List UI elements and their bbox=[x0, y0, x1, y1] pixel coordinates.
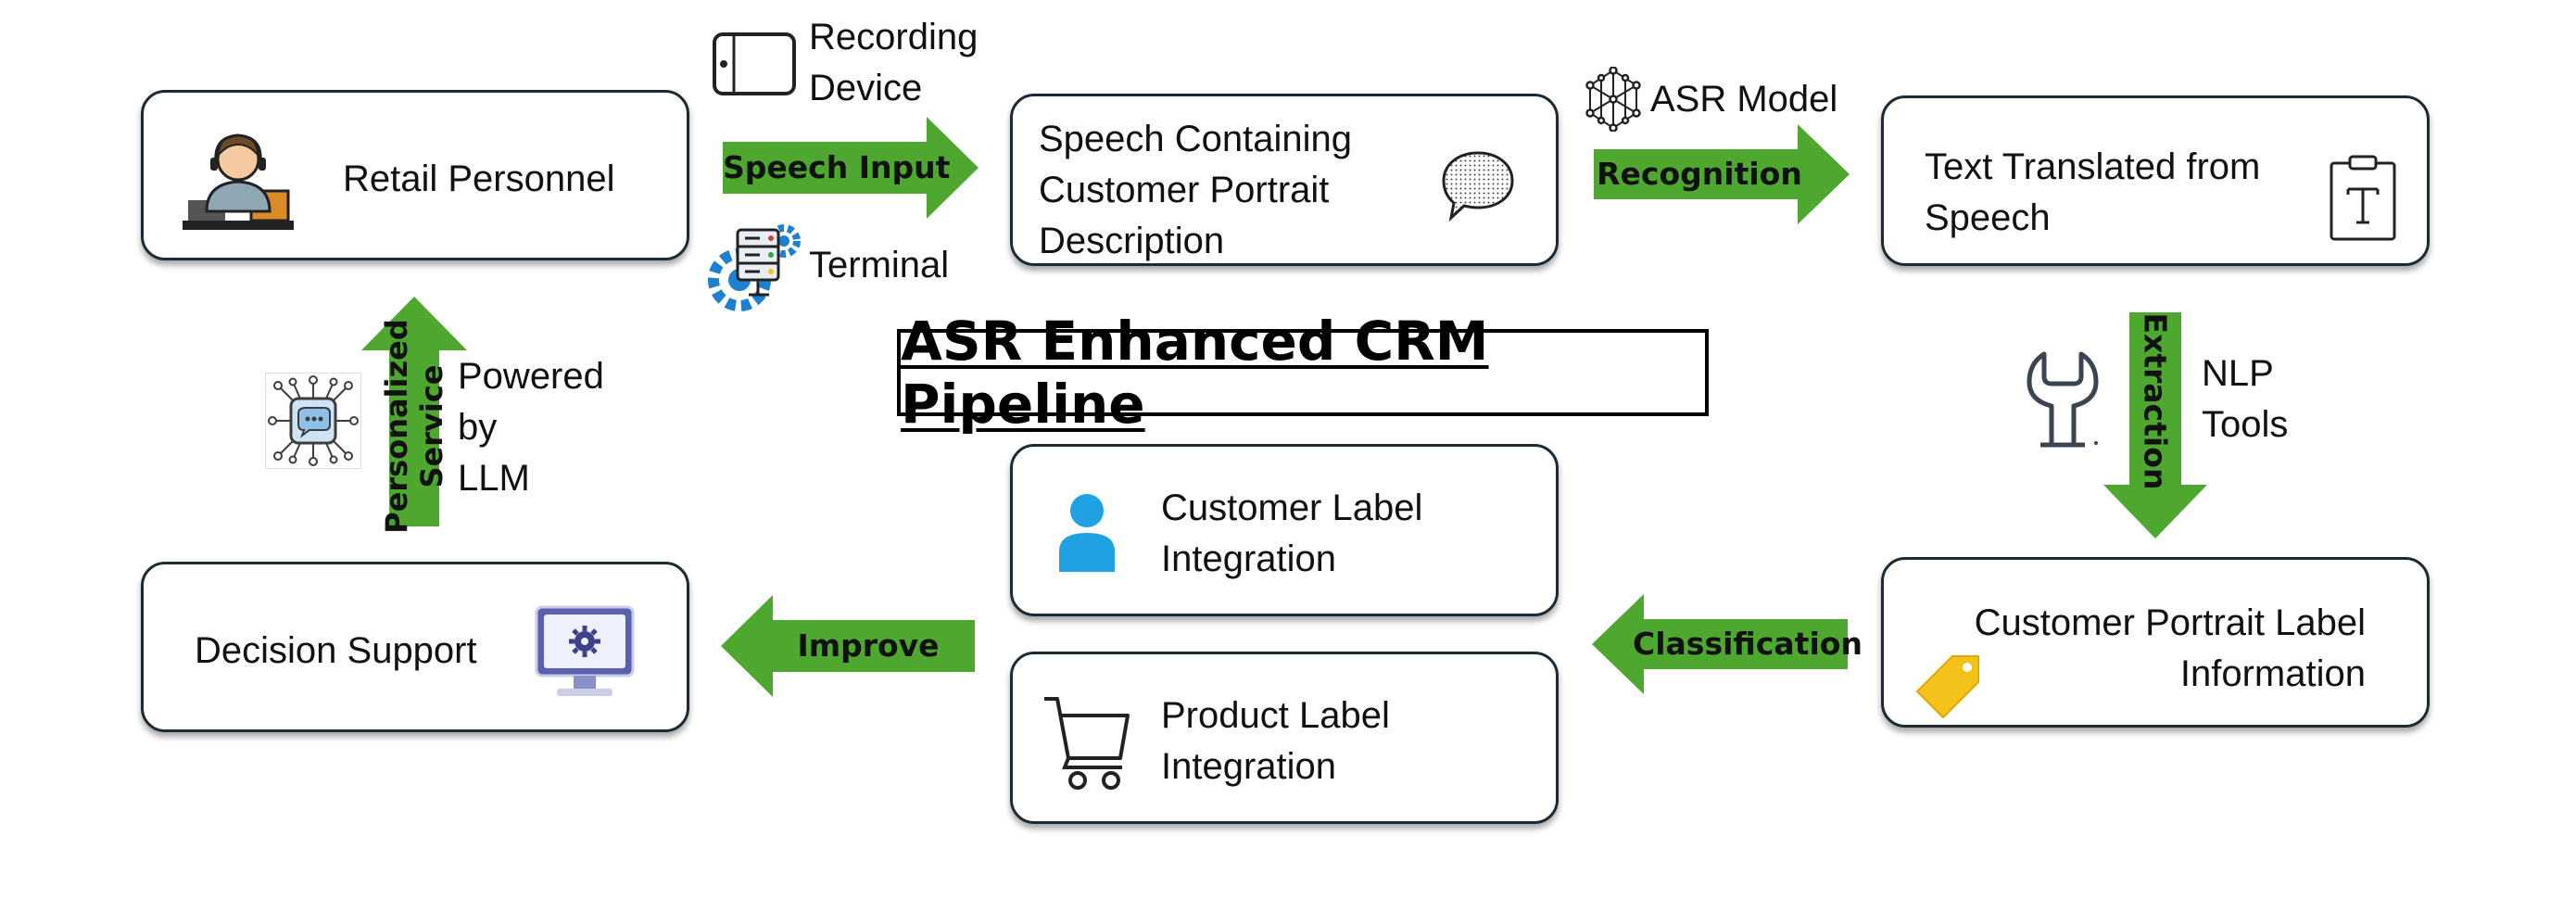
decision-support-label: Decision Support bbox=[195, 630, 477, 671]
arrow-classification: Classification bbox=[1592, 594, 1863, 694]
node-text-translated: Text Translated from Speech bbox=[1881, 95, 2430, 266]
product-label-line-2: Integration bbox=[1161, 746, 1337, 787]
shopping-cart-icon bbox=[1041, 693, 1133, 800]
node-customer-portrait-label: Customer Portrait Label Information bbox=[1881, 557, 2430, 728]
retail-personnel-label: Retail Personnel bbox=[343, 158, 615, 199]
speech-bubble-icon bbox=[1440, 149, 1516, 228]
text-translated-line-1: Text Translated from bbox=[1925, 146, 2261, 187]
node-decision-support: Decision Support bbox=[141, 562, 689, 732]
neural-network-icon bbox=[1581, 66, 1646, 136]
tag-icon bbox=[1912, 651, 1986, 728]
arrow-extraction: Extraction bbox=[2103, 312, 2207, 538]
arrow-personalized-service: Personalized Service bbox=[361, 297, 467, 534]
node-product-label-integration: Product Label Integration bbox=[1010, 652, 1559, 824]
diagram-title-box: ASR Enhanced CRM Pipeline bbox=[897, 310, 1709, 436]
diagram-title: ASR Enhanced CRM Pipeline bbox=[901, 310, 1489, 436]
arrow-recognition-label: Recognition bbox=[1597, 156, 1802, 192]
server-gear-icon bbox=[708, 219, 810, 320]
terminal-label: Terminal bbox=[809, 245, 950, 285]
recording-line-1: Recording bbox=[809, 17, 979, 57]
arrow-classification-label: Classification bbox=[1633, 626, 1863, 662]
asr-model-label: ASR Model bbox=[1650, 79, 1838, 120]
customer-portrait-line-2: Information bbox=[2179, 653, 2366, 694]
text-translated-line-2: Speech bbox=[1925, 197, 2051, 238]
arrow-extraction-label: Extraction bbox=[2137, 312, 2174, 490]
arrow-improve-label: Improve bbox=[797, 627, 940, 664]
customer-label-line-2: Integration bbox=[1161, 538, 1337, 579]
arrow-speech-input-label: Speech Input bbox=[723, 149, 951, 185]
personalized-line-2: Service bbox=[414, 364, 449, 488]
personalized-line-1: Personalized bbox=[379, 319, 414, 534]
customer-label-line-1: Customer Label bbox=[1161, 488, 1423, 528]
arrow-improve: Improve bbox=[721, 595, 975, 697]
arrow-personalized-label: Personalized Service bbox=[379, 319, 449, 534]
clipboard-text-icon bbox=[2328, 154, 2398, 247]
llm-line-2: by bbox=[458, 407, 498, 448]
wrench-icon bbox=[2026, 348, 2100, 457]
node-customer-label-integration: Customer Label Integration bbox=[1010, 444, 1559, 616]
arrow-recognition: Recognition bbox=[1594, 124, 1850, 224]
arrow-speech-input: Speech Input bbox=[723, 117, 979, 219]
node-retail-personnel: Retail Personnel bbox=[141, 90, 689, 260]
monitor-gear-icon bbox=[533, 603, 637, 704]
recording-line-2: Device bbox=[809, 68, 923, 108]
retail-worker-icon bbox=[179, 122, 299, 244]
speech-line-2: Customer Portrait bbox=[1039, 170, 1330, 210]
tablet-icon bbox=[712, 32, 797, 101]
ai-chip-icon bbox=[265, 373, 361, 474]
node-speech-containing: Speech Containing Customer Portrait Desc… bbox=[1010, 94, 1559, 266]
product-label-line-1: Product Label bbox=[1161, 695, 1390, 736]
speech-line-3: Description bbox=[1039, 221, 1225, 261]
llm-line-1: Powered bbox=[458, 356, 604, 397]
person-icon bbox=[1054, 490, 1120, 578]
speech-line-1: Speech Containing bbox=[1039, 119, 1353, 159]
nlp-line-1: NLP bbox=[2202, 353, 2274, 394]
nlp-line-2: Tools bbox=[2202, 404, 2289, 445]
llm-line-3: LLM bbox=[458, 458, 530, 499]
customer-portrait-line-1: Customer Portrait Label bbox=[1974, 602, 2366, 643]
